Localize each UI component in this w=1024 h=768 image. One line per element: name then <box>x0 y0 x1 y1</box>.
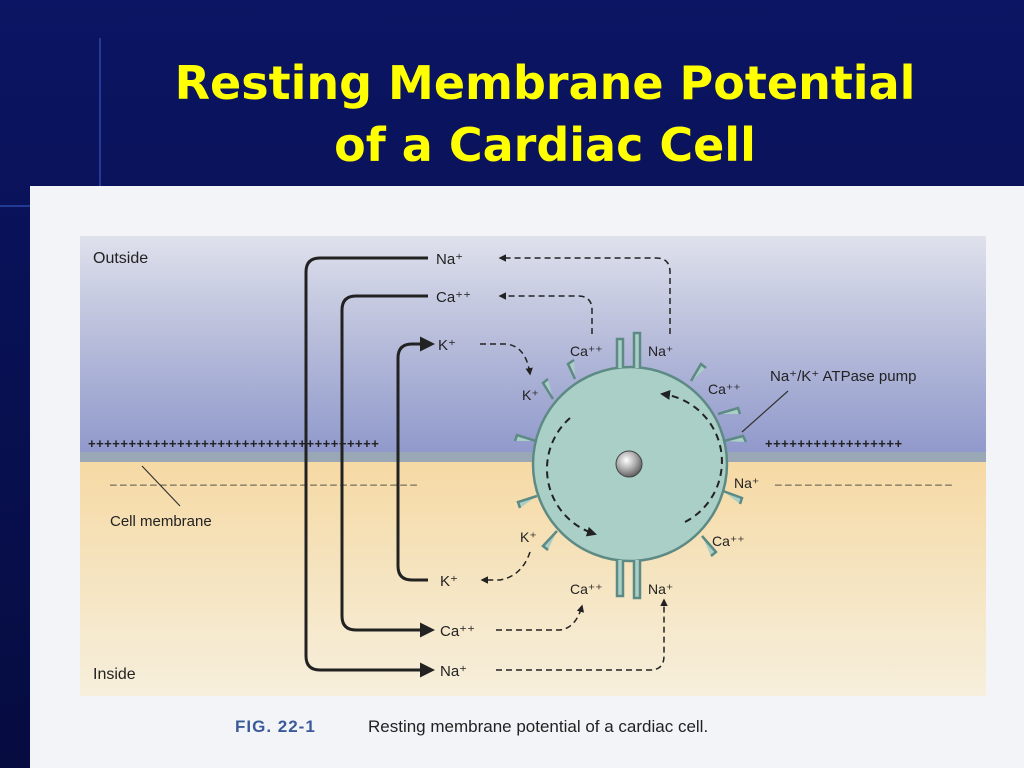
pump-label: Na⁺/K⁺ ATPase pump <box>770 368 916 385</box>
na-out-dashed-arrow <box>498 254 671 334</box>
cell-ion-na-right: Na⁺ <box>734 475 759 491</box>
cell-ion-k-lower: K⁺ <box>520 529 537 545</box>
slide-title-line-2: of a Cardiac Cell <box>334 118 756 172</box>
cell-ion-na-bottom: Na⁺ <box>648 581 673 597</box>
cell-ion-ca-bottom: Ca⁺⁺ <box>570 581 603 597</box>
channel-right-lower <box>722 489 744 505</box>
k-bracket-arrow <box>396 336 435 582</box>
inside-region <box>80 456 986 696</box>
na-bracket-arrow <box>304 256 435 678</box>
channel-left-mid <box>513 433 537 443</box>
inside-ion-na: Na⁺ <box>440 663 467 680</box>
caption-figure-number: FIG. 22-1 <box>235 717 316 736</box>
cardiac-cell <box>513 331 748 600</box>
outside-ion-ca: Ca⁺⁺ <box>436 289 471 306</box>
channel-bottom-right <box>632 560 642 600</box>
inside-label: Inside <box>93 666 136 683</box>
caption-text: Resting membrane potential of a cardiac … <box>368 717 708 736</box>
cell-ion-ca-right-lower: Ca⁺⁺ <box>712 533 745 549</box>
pump-cycle-arrow-left <box>546 417 597 537</box>
channel-bottom-left <box>615 560 625 598</box>
plus-charges-left: ++++++++++++++++++++++++++++++++++++ <box>88 436 379 451</box>
plus-charges-right: +++++++++++++++++ <box>765 436 903 451</box>
cell-ion-ca-top: Ca⁺⁺ <box>570 343 603 359</box>
channel-top-right <box>632 331 642 368</box>
k-in-dashed-arrow <box>480 343 533 376</box>
minus-charges-right: – – – – – – – – – – – – – – – – – – <box>775 477 952 491</box>
inside-ion-ca: Ca⁺⁺ <box>440 623 475 640</box>
membrane-diagram: ++++++++++++++++++++++++++++++++++++ +++… <box>30 186 1024 768</box>
inside-ion-k: K⁺ <box>440 573 458 590</box>
channel-right-upper <box>717 406 742 416</box>
slide-title-line-1: Resting Membrane Potential <box>174 56 916 110</box>
ca-in-dashed-arrow <box>496 604 585 631</box>
minus-charges-left: – – – – – – – – – – – – – – – – – – – – … <box>110 477 417 491</box>
outside-ion-na: Na⁺ <box>436 251 463 268</box>
ca-out-dashed-arrow <box>498 292 593 334</box>
figure-panel: ++++++++++++++++++++++++++++++++++++ +++… <box>30 186 1024 768</box>
channel-upper-left <box>541 378 555 400</box>
ca-bracket-arrow <box>340 294 435 638</box>
decorative-vertical-line <box>99 38 101 188</box>
na-in-dashed-arrow <box>496 598 668 671</box>
outside-label: Outside <box>93 250 148 267</box>
cell-ion-k-upper: K⁺ <box>522 387 539 403</box>
nucleus <box>615 450 643 478</box>
cell-membrane-label: Cell membrane <box>110 513 212 530</box>
cell-ion-na-top: Na⁺ <box>648 343 673 359</box>
decorative-horizontal-line <box>0 205 30 207</box>
cell-ion-ca-right-upper: Ca⁺⁺ <box>708 381 741 397</box>
channel-lower-right <box>701 535 718 557</box>
channel-upper-left-2 <box>566 358 577 380</box>
channel-top-left <box>615 337 625 368</box>
outside-region <box>80 236 986 456</box>
slide-title: Resting Membrane Potential of a Cardiac … <box>100 52 990 176</box>
pump-cycle-arrow-right <box>660 389 723 523</box>
outside-ion-k: K⁺ <box>438 337 456 354</box>
cell-membrane-pointer <box>141 465 181 507</box>
pump-pointer <box>741 390 789 433</box>
channel-right-mid <box>723 434 748 443</box>
channel-lower-left <box>541 530 558 551</box>
k-out-dashed-arrow <box>480 551 531 584</box>
channel-left-lower <box>516 494 538 509</box>
channel-upper-right <box>689 362 707 382</box>
